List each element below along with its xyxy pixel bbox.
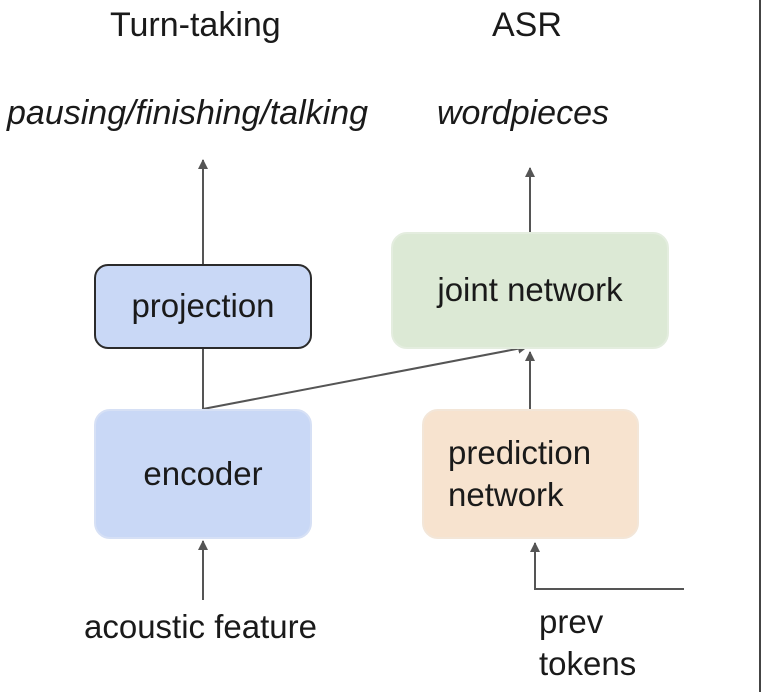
encoder-node-label: encoder	[143, 454, 263, 492]
prediction-network-label-line2: network	[448, 476, 564, 513]
prev-tokens-label-line2: tokens	[539, 645, 637, 682]
acoustic-feature-label: acoustic feature	[84, 608, 317, 645]
projection-node-label: projection	[131, 287, 275, 325]
prediction-network-node: prediction network	[422, 409, 639, 539]
encoder-node: encoder	[94, 409, 312, 539]
prev-tokens-label-line1: prev	[539, 603, 604, 640]
turn-taking-heading: Turn-taking	[110, 6, 281, 44]
prediction-network-label-line1: prediction	[448, 433, 592, 471]
asr-heading: ASR	[492, 6, 562, 44]
turn-taking-output-label: pausing/finishing/talking	[7, 94, 369, 132]
joint-network-node-label: joint network	[437, 271, 623, 309]
arrow-prev-tokens-to-prediction	[530, 542, 684, 590]
arrow-encoder-to-joint	[202, 343, 528, 410]
wordpieces-output-label: wordpieces	[437, 94, 609, 132]
joint-network-node: joint network	[391, 232, 669, 349]
projection-node: projection	[94, 264, 312, 349]
